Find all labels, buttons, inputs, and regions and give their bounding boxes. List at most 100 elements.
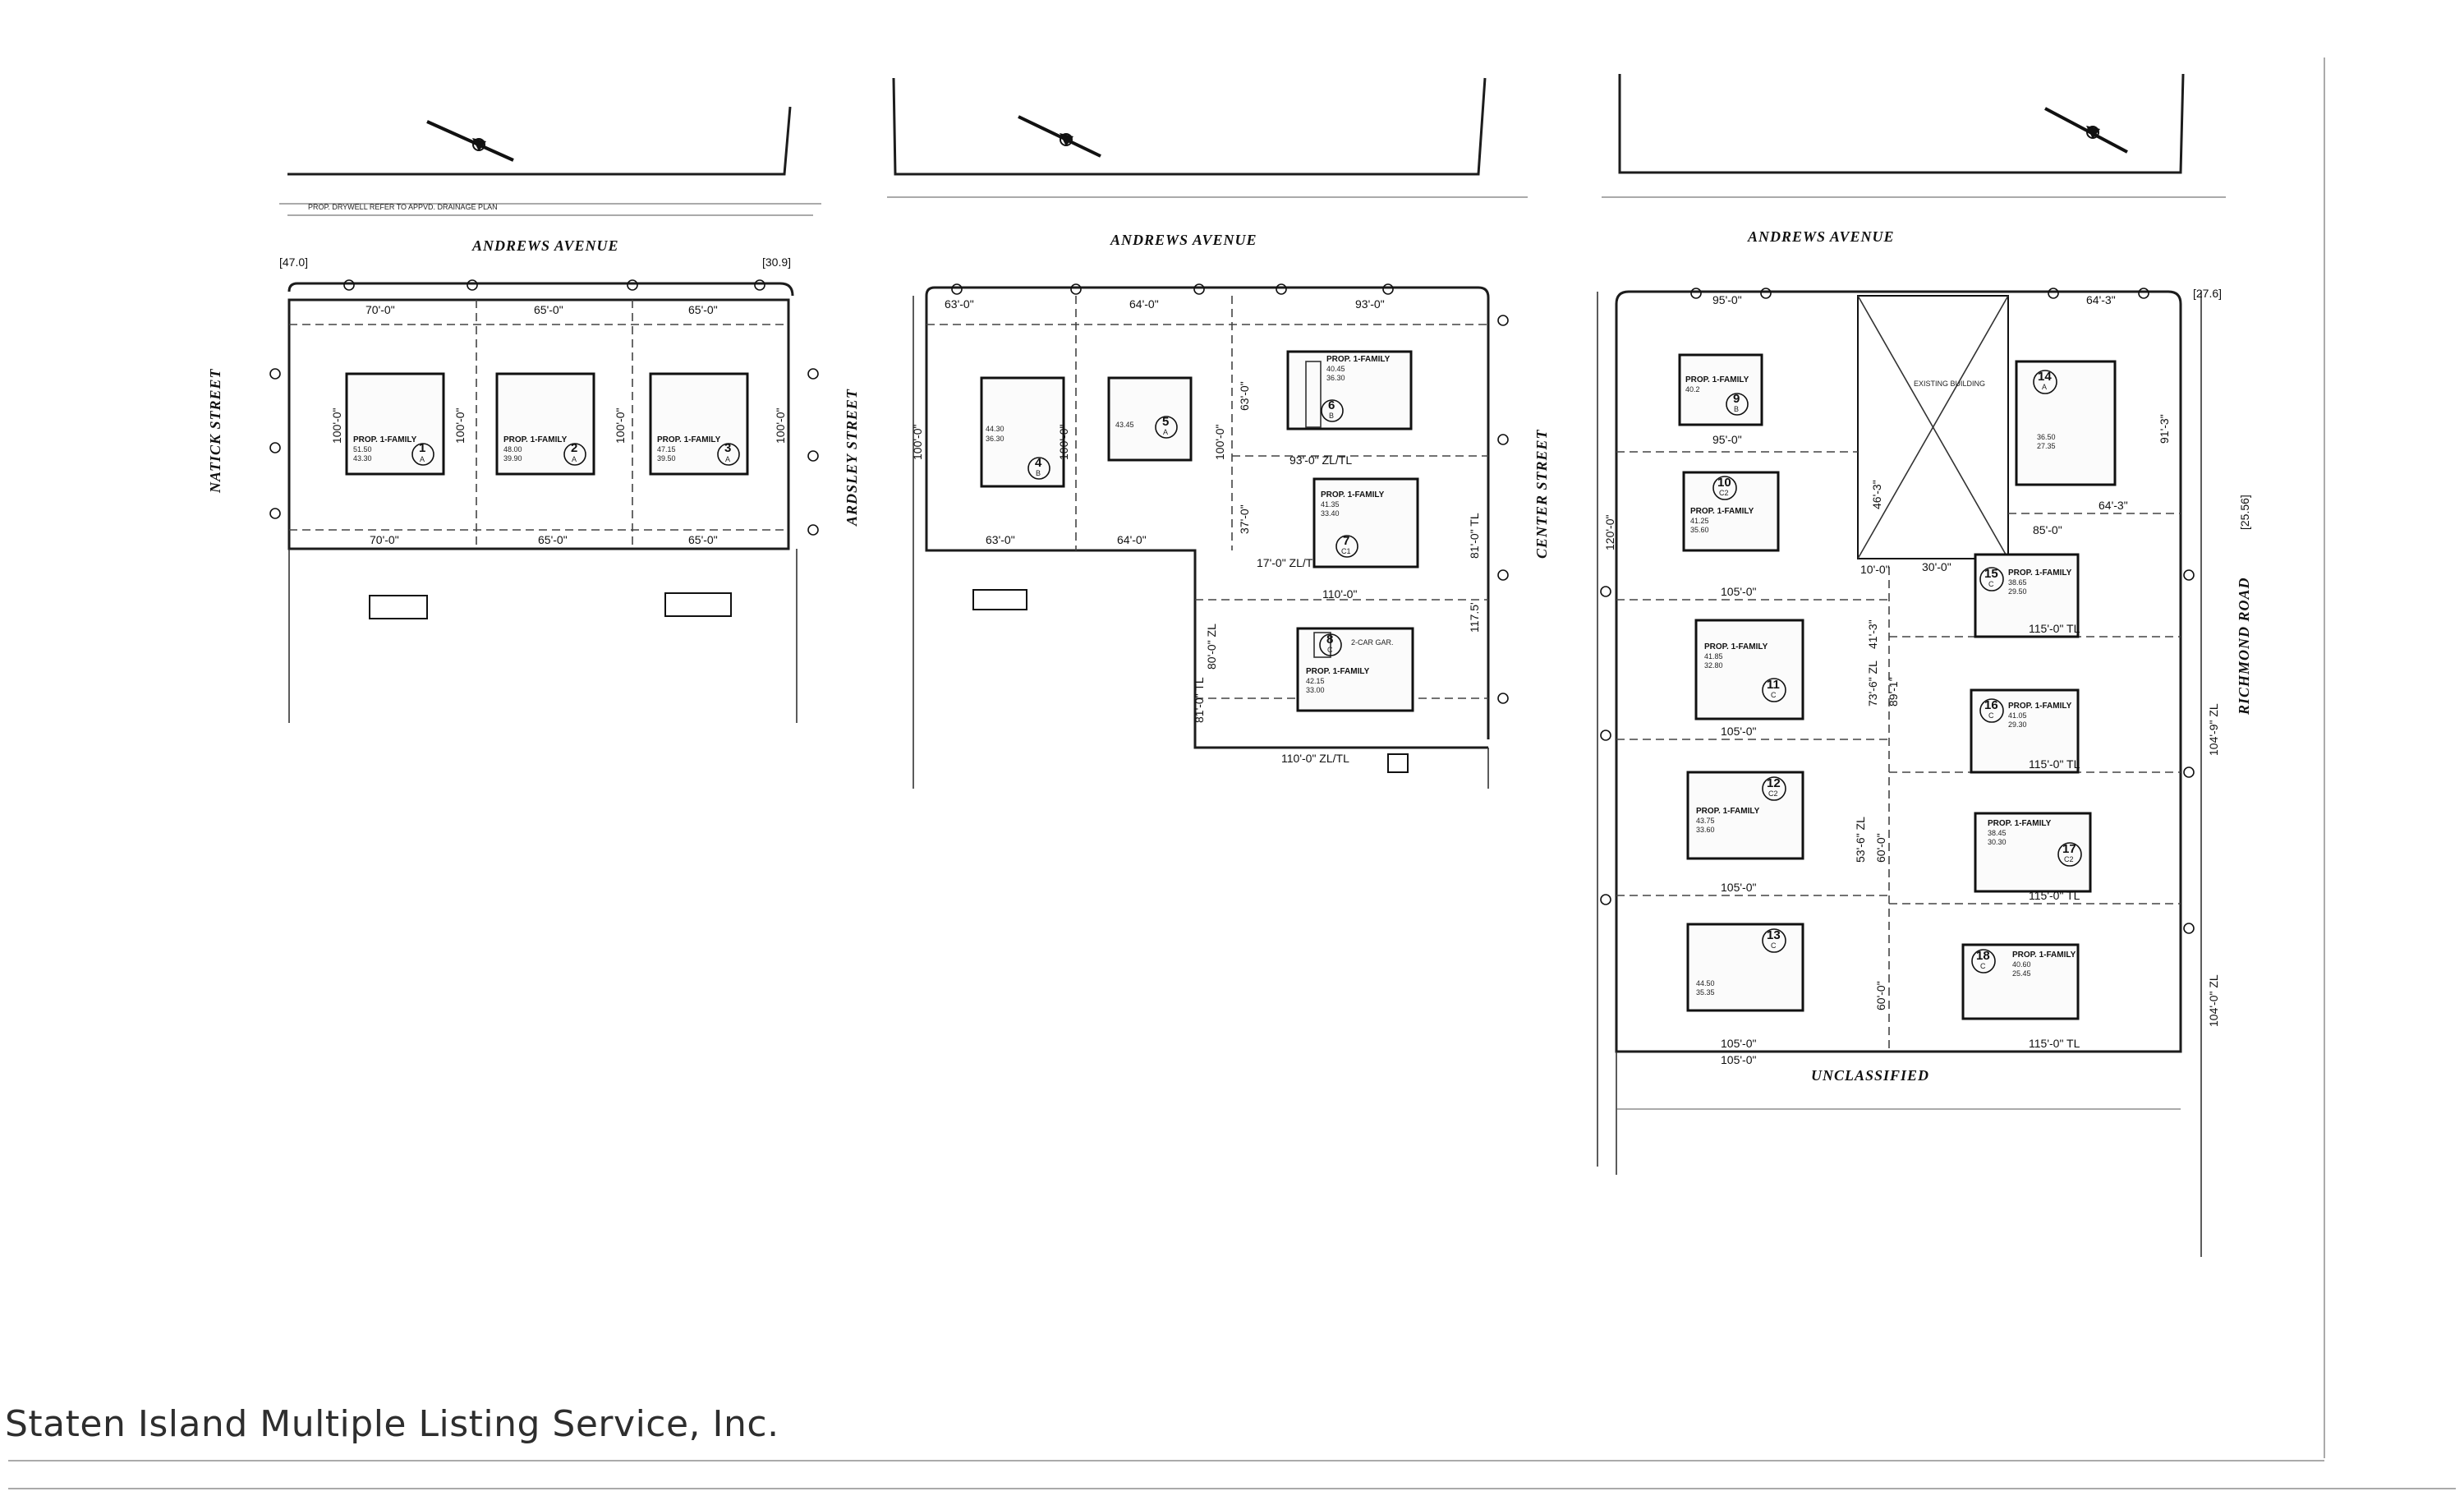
p3-right-row-1: 115'-0" TL (2029, 622, 2080, 635)
drywell-note: PROP. DRYWELL REFER TO APPVD. DRAINAGE P… (308, 203, 498, 211)
p3-corner-mark-2: [25.56] (2238, 495, 2251, 530)
p2-side-dim-4: 63'-0" (1238, 381, 1251, 411)
lot-2-number: 2 (571, 441, 577, 455)
p3-left-row-1: 105'-0" (1721, 585, 1756, 598)
p2-side-dim-9: 117.5' (1468, 602, 1481, 633)
p1-bottom-dim-2: 65'-0" (538, 533, 568, 546)
street-andrews-avenue-1: ANDREWS AVENUE (471, 237, 619, 254)
p2-side-dim-6: 80'-0" ZL (1205, 624, 1218, 670)
lot-1-cel: 43.30 (353, 454, 372, 463)
street-natick: NATICK STREET (207, 368, 223, 494)
lot-11-sub: C (1771, 691, 1777, 699)
lot-8-fl: 42.15 (1306, 677, 1325, 685)
lot-9: PROP. 1-FAMILY 40.2 9 B (1685, 375, 1749, 416)
p3-side-dim-13: 10'-0" (1860, 563, 1890, 576)
lot-10-number: 10 (1717, 476, 1731, 490)
lot-17-fl: 38.45 (1988, 829, 2007, 837)
lot-1: PROP. 1-FAMILY 51.50 43.30 1 A (353, 435, 434, 466)
p2-bottom-dim-3: 93'-0" ZL/TL (1289, 453, 1352, 467)
p3-side-dim-2: 41'-3" (1866, 619, 1879, 649)
lot-7-cel: 33.40 (1321, 509, 1340, 518)
lot-9-fl: 40.2 (1685, 385, 1700, 394)
lot-2-fl: 48.00 (503, 445, 522, 453)
lot-15-number: 15 (1984, 567, 1998, 581)
lot-2-cel: 39.90 (503, 454, 522, 463)
lot-8: PROP. 1-FAMILY 42.15 33.00 8 C 2-CAR GAR… (1306, 633, 1394, 694)
lot-12-sub: C2 (1768, 789, 1778, 798)
watermark: Staten Island Multiple Listing Service, … (5, 1403, 779, 1445)
lot-13: 44.50 35.35 13 C (1696, 928, 1786, 997)
lot-4: 44.30 36.30 4 B (986, 425, 1050, 480)
lot-10-sub: C2 (1719, 489, 1729, 497)
lot-3-fl: 47.15 (657, 445, 676, 453)
lot-15-fl: 38.65 (2008, 578, 2027, 587)
lot-2-type: PROP. 1-FAMILY (503, 435, 568, 444)
lot-16-fl: 41.05 (2008, 711, 2027, 720)
lot-6-fl: 40.45 (1326, 365, 1345, 373)
lot-6-cel: 36.30 (1326, 374, 1345, 382)
lot-4-sub: B (1036, 469, 1041, 477)
lot-5-fl: 43.45 (1115, 421, 1134, 429)
lot-18: PROP. 1-FAMILY 40.60 25.45 18 C (1971, 949, 2076, 978)
p2-side-dim-7: 81'-0" TL (1193, 677, 1206, 723)
lot-6-sub: B (1329, 412, 1334, 420)
p3-side-dim-12: 30'-0" (1922, 560, 1951, 573)
p3-side-dim-3: 89'-1" (1887, 677, 1900, 707)
p2-top-dim-1: 63'-0" (945, 297, 974, 311)
p3-side-dim-7: 60'-0" (1874, 981, 1887, 1010)
p3-top-dim-5: 85'-0" (2033, 523, 2062, 536)
p2-side-dim-8: 81'-0" TL (1468, 513, 1481, 559)
lot-17-type: PROP. 1-FAMILY (1988, 819, 2052, 828)
lot-12: PROP. 1-FAMILY 43.75 33.60 12 C2 (1696, 776, 1786, 834)
p2-top-dim-2: 64'-0" (1129, 297, 1159, 311)
lot-11-fl: 41.85 (1704, 652, 1723, 661)
lot-7: PROP. 1-FAMILY 41.35 33.40 7 C1 (1321, 490, 1385, 558)
p2-bottom-dim-2: 64'-0" (1117, 533, 1147, 546)
lot-6-number: 6 (1328, 398, 1335, 412)
north-arrow-icon (2044, 107, 2128, 154)
lot-15: PROP. 1-FAMILY 38.65 29.50 15 C (1979, 567, 2072, 596)
lot-16-sub: C (1988, 711, 1994, 720)
lot-7-fl: 41.35 (1321, 500, 1340, 509)
lot-11: PROP. 1-FAMILY 41.85 32.80 11 C (1704, 642, 1786, 702)
lot-12-cel: 33.60 (1696, 826, 1715, 834)
lot-16-type: PROP. 1-FAMILY (2008, 702, 2072, 711)
lot-4-number: 4 (1035, 456, 1042, 470)
p3-right-row-2: 115'-0" TL (2029, 757, 2080, 771)
p3-left-row-2: 105'-0" (1721, 725, 1756, 738)
p3-side-dim-4: 73'-6" ZL (1866, 661, 1879, 707)
p3-top-dim-2: 64'-3" (2086, 293, 2116, 306)
p3-side-dim-8: 46'-3" (1870, 480, 1883, 509)
lot-10-fl: 41.25 (1690, 517, 1709, 525)
lot-17-sub: C2 (2064, 855, 2074, 863)
p3-side-dim-9: 91'-3" (2158, 414, 2171, 444)
lot-12-type: PROP. 1-FAMILY (1696, 807, 1760, 816)
lot-15-sub: C (1988, 580, 1994, 588)
lot-18-cel: 25.45 (2012, 969, 2031, 978)
corner-mark-2: [30.9] (762, 255, 791, 269)
lot-3-cel: 39.50 (657, 454, 676, 463)
lot-10-type: PROP. 1-FAMILY (1690, 507, 1754, 516)
lot-1-number: 1 (419, 441, 425, 455)
lot-13-sub: C (1771, 941, 1777, 950)
p2-side-dim-3: 100'-0" (1213, 425, 1226, 460)
lot-6: PROP. 1-FAMILY 40.45 36.30 6 B (1321, 355, 1391, 422)
p1-top-dim-2: 65'-0" (534, 303, 563, 316)
lot-14: 36.50 27.35 14 A (2033, 370, 2057, 450)
p1-side-dim-3: 100'-0" (614, 408, 627, 444)
p2-bottom-dim-5: 110'-0" ZL/TL (1281, 752, 1349, 765)
lot-16-cel: 29.30 (2008, 720, 2027, 729)
p1-side-dim-4: 100'-0" (774, 408, 787, 444)
lot-8-type: PROP. 1-FAMILY (1306, 667, 1370, 676)
p3-top-dim-3: 95'-0" (1712, 433, 1742, 446)
p1-side-dim-1: 100'-0" (330, 408, 343, 444)
p3-corner-mark-1: [27.6] (2193, 287, 2222, 300)
lot-13-cel: 35.35 (1696, 988, 1715, 997)
lot-9-sub: B (1734, 405, 1739, 413)
p2-top-dim-3: 93'-0" (1355, 297, 1385, 311)
lot-8-cel: 33.00 (1306, 686, 1325, 694)
p2-side-dim-1: 100'-0" (911, 425, 924, 460)
lot-8-garage: 2-CAR GAR. (1351, 638, 1394, 647)
p2-bottom-dim-6: 17'-0" ZL/TL (1257, 556, 1319, 569)
p1-top-dim-1: 70'-0" (365, 303, 395, 316)
